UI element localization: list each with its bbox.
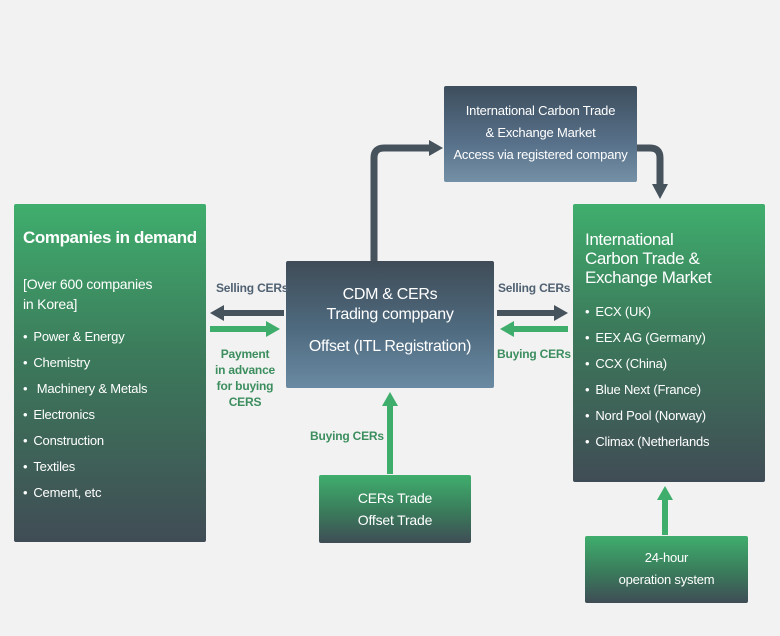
arrowhead-center-to-top <box>429 140 443 156</box>
right-title-line-1: International <box>585 230 674 249</box>
list-item: Nord Pool (Norway) <box>585 403 757 429</box>
label-payment-line-1: Payment <box>220 347 270 361</box>
list-item: Power & Energy <box>23 324 198 350</box>
international-market-access-box: International Carbon Trade & Exchange Ma… <box>444 86 637 182</box>
left-box-subtitle: [Over 600 companies in Korea] <box>23 274 198 314</box>
list-item: EEX AG (Germany) <box>585 325 757 351</box>
center-line-1: CDM & CERs <box>342 286 438 303</box>
label-payment-line-3: for buying <box>216 379 274 393</box>
top-line-1: International Carbon Trade <box>465 103 616 118</box>
center-line-3: Offset (ITL Registration) <box>308 338 472 355</box>
right-bullet-list: ECX (UK) EEX AG (Germany) CCX (China) Bl… <box>585 299 757 455</box>
label-buying-bottom: Buying CERs <box>310 429 384 443</box>
arrow-center-to-top <box>370 144 432 261</box>
left-subtitle-line-1: [Over 600 companies <box>23 276 153 292</box>
trading-company-box: CDM & CERs Trading comppany Offset (ITL … <box>286 261 494 388</box>
list-item: Blue Next (France) <box>585 377 757 403</box>
list-item: Machinery & Metals <box>23 376 198 402</box>
list-item: Construction <box>23 428 198 454</box>
right-box-title: International Carbon Trade & Exchange Ma… <box>585 230 757 287</box>
label-payment-line-2: in advance <box>214 363 276 377</box>
label-selling-left: Selling CERs <box>216 281 289 295</box>
list-item: Climax (Netherlands <box>585 429 757 455</box>
left-box-title: Companies in demand <box>23 228 197 247</box>
arrowhead-bottom-to-center <box>382 392 398 406</box>
label-payment: Payment in advance for buying CERS <box>212 346 278 410</box>
top-line-2: & Exchange Market <box>485 125 596 140</box>
right-title-line-3: Exchange Market <box>585 268 712 287</box>
arrowhead-payment-to-center <box>266 321 280 337</box>
left-subtitle-line-2: in Korea] <box>23 296 78 312</box>
label-selling-right: Selling CERs <box>498 281 571 295</box>
label-buying-right: Buying CERs <box>497 347 571 361</box>
list-item: Textiles <box>23 454 198 480</box>
arrowhead-buying-to-center <box>500 321 514 337</box>
br-line-2: operation system <box>618 572 715 587</box>
cers-trade-box: CERs Trade Offset Trade <box>319 475 471 543</box>
list-item: Chemistry <box>23 350 198 376</box>
bottom-line-2: Offset Trade <box>357 512 433 528</box>
bottom-line-1: CERs Trade <box>357 490 433 506</box>
label-payment-line-4: CERS <box>228 395 262 409</box>
companies-in-demand-box: Companies in demand [Over 600 companies … <box>14 204 206 542</box>
right-title-line-2: Carbon Trade & <box>585 249 700 268</box>
top-line-3: Access via registered company <box>453 147 628 162</box>
international-exchange-box: International Carbon Trade & Exchange Ma… <box>573 204 765 482</box>
arrowhead-top-to-right <box>652 184 668 199</box>
operation-system-box: 24-hour operation system <box>585 536 748 603</box>
arrowhead-selling-to-left <box>210 305 224 321</box>
arrowhead-selling-to-right <box>554 305 568 321</box>
arrowhead-operation-to-right <box>657 486 673 500</box>
br-line-1: 24-hour <box>644 550 689 565</box>
list-item: CCX (China) <box>585 351 757 377</box>
list-item: ECX (UK) <box>585 299 757 325</box>
list-item: Cement, etc <box>23 480 198 506</box>
list-item: Electronics <box>23 402 198 428</box>
arrow-top-to-right <box>637 144 664 186</box>
center-line-2: Trading comppany <box>326 306 454 323</box>
left-bullet-list: Power & Energy Chemistry Machinery & Met… <box>23 324 198 506</box>
